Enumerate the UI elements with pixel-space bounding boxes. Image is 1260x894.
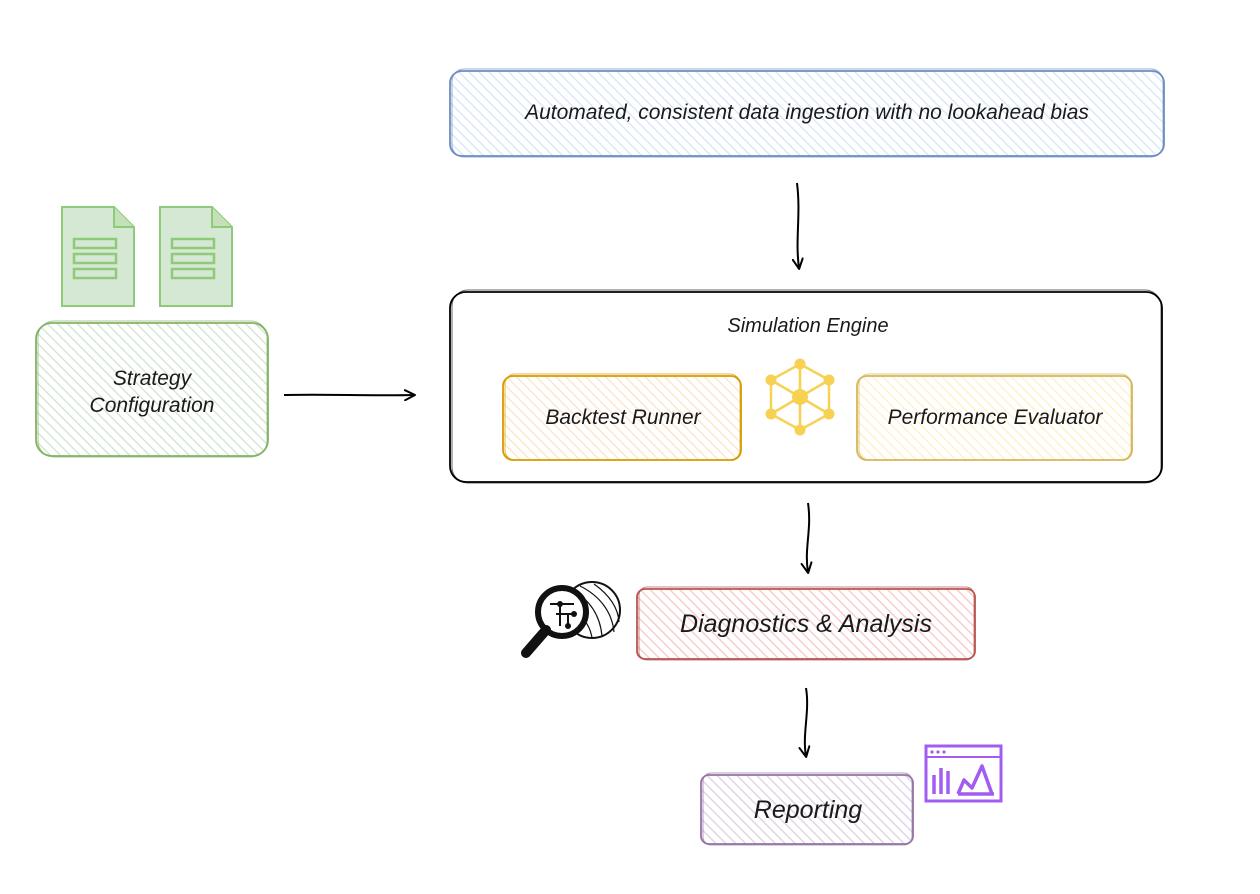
diagnostics-box: Diagnostics & Analysis	[636, 586, 976, 661]
document-icon	[61, 206, 135, 307]
backtest-runner-box: Backtest Runner	[502, 373, 742, 461]
data-ingestion-box: Automated, consistent data ingestion wit…	[449, 68, 1165, 158]
strategy-label-line1: Strategy	[113, 367, 193, 390]
arrow-ingestion-to-engine	[791, 182, 804, 270]
arrow-strategy-to-engine	[283, 389, 416, 402]
performance-evaluator-box: Performance Evaluator	[856, 373, 1133, 461]
dashboard-icon	[924, 744, 1003, 803]
document-icon	[159, 206, 233, 307]
arrow-engine-to-diagnostics	[800, 502, 813, 574]
backtest-runner-label: Backtest Runner	[545, 406, 701, 429]
reporting-label: Reporting	[754, 796, 862, 824]
simulation-engine-title: Simulation Engine	[727, 315, 888, 337]
hub-icon	[765, 358, 835, 436]
reporting-box: Reporting	[700, 772, 914, 846]
data-ingestion-label: Automated, consistent data ingestion wit…	[523, 101, 1089, 124]
diagnostics-label: Diagnostics & Analysis	[680, 610, 932, 638]
strategy-label-line2: Configuration	[90, 394, 215, 417]
performance-evaluator-label: Performance Evaluator	[888, 406, 1104, 429]
strategy-configuration-box: Strategy Configuration	[35, 320, 269, 458]
magnifier-icon	[521, 581, 621, 658]
arrow-diagnostics-to-reporting	[798, 687, 811, 758]
